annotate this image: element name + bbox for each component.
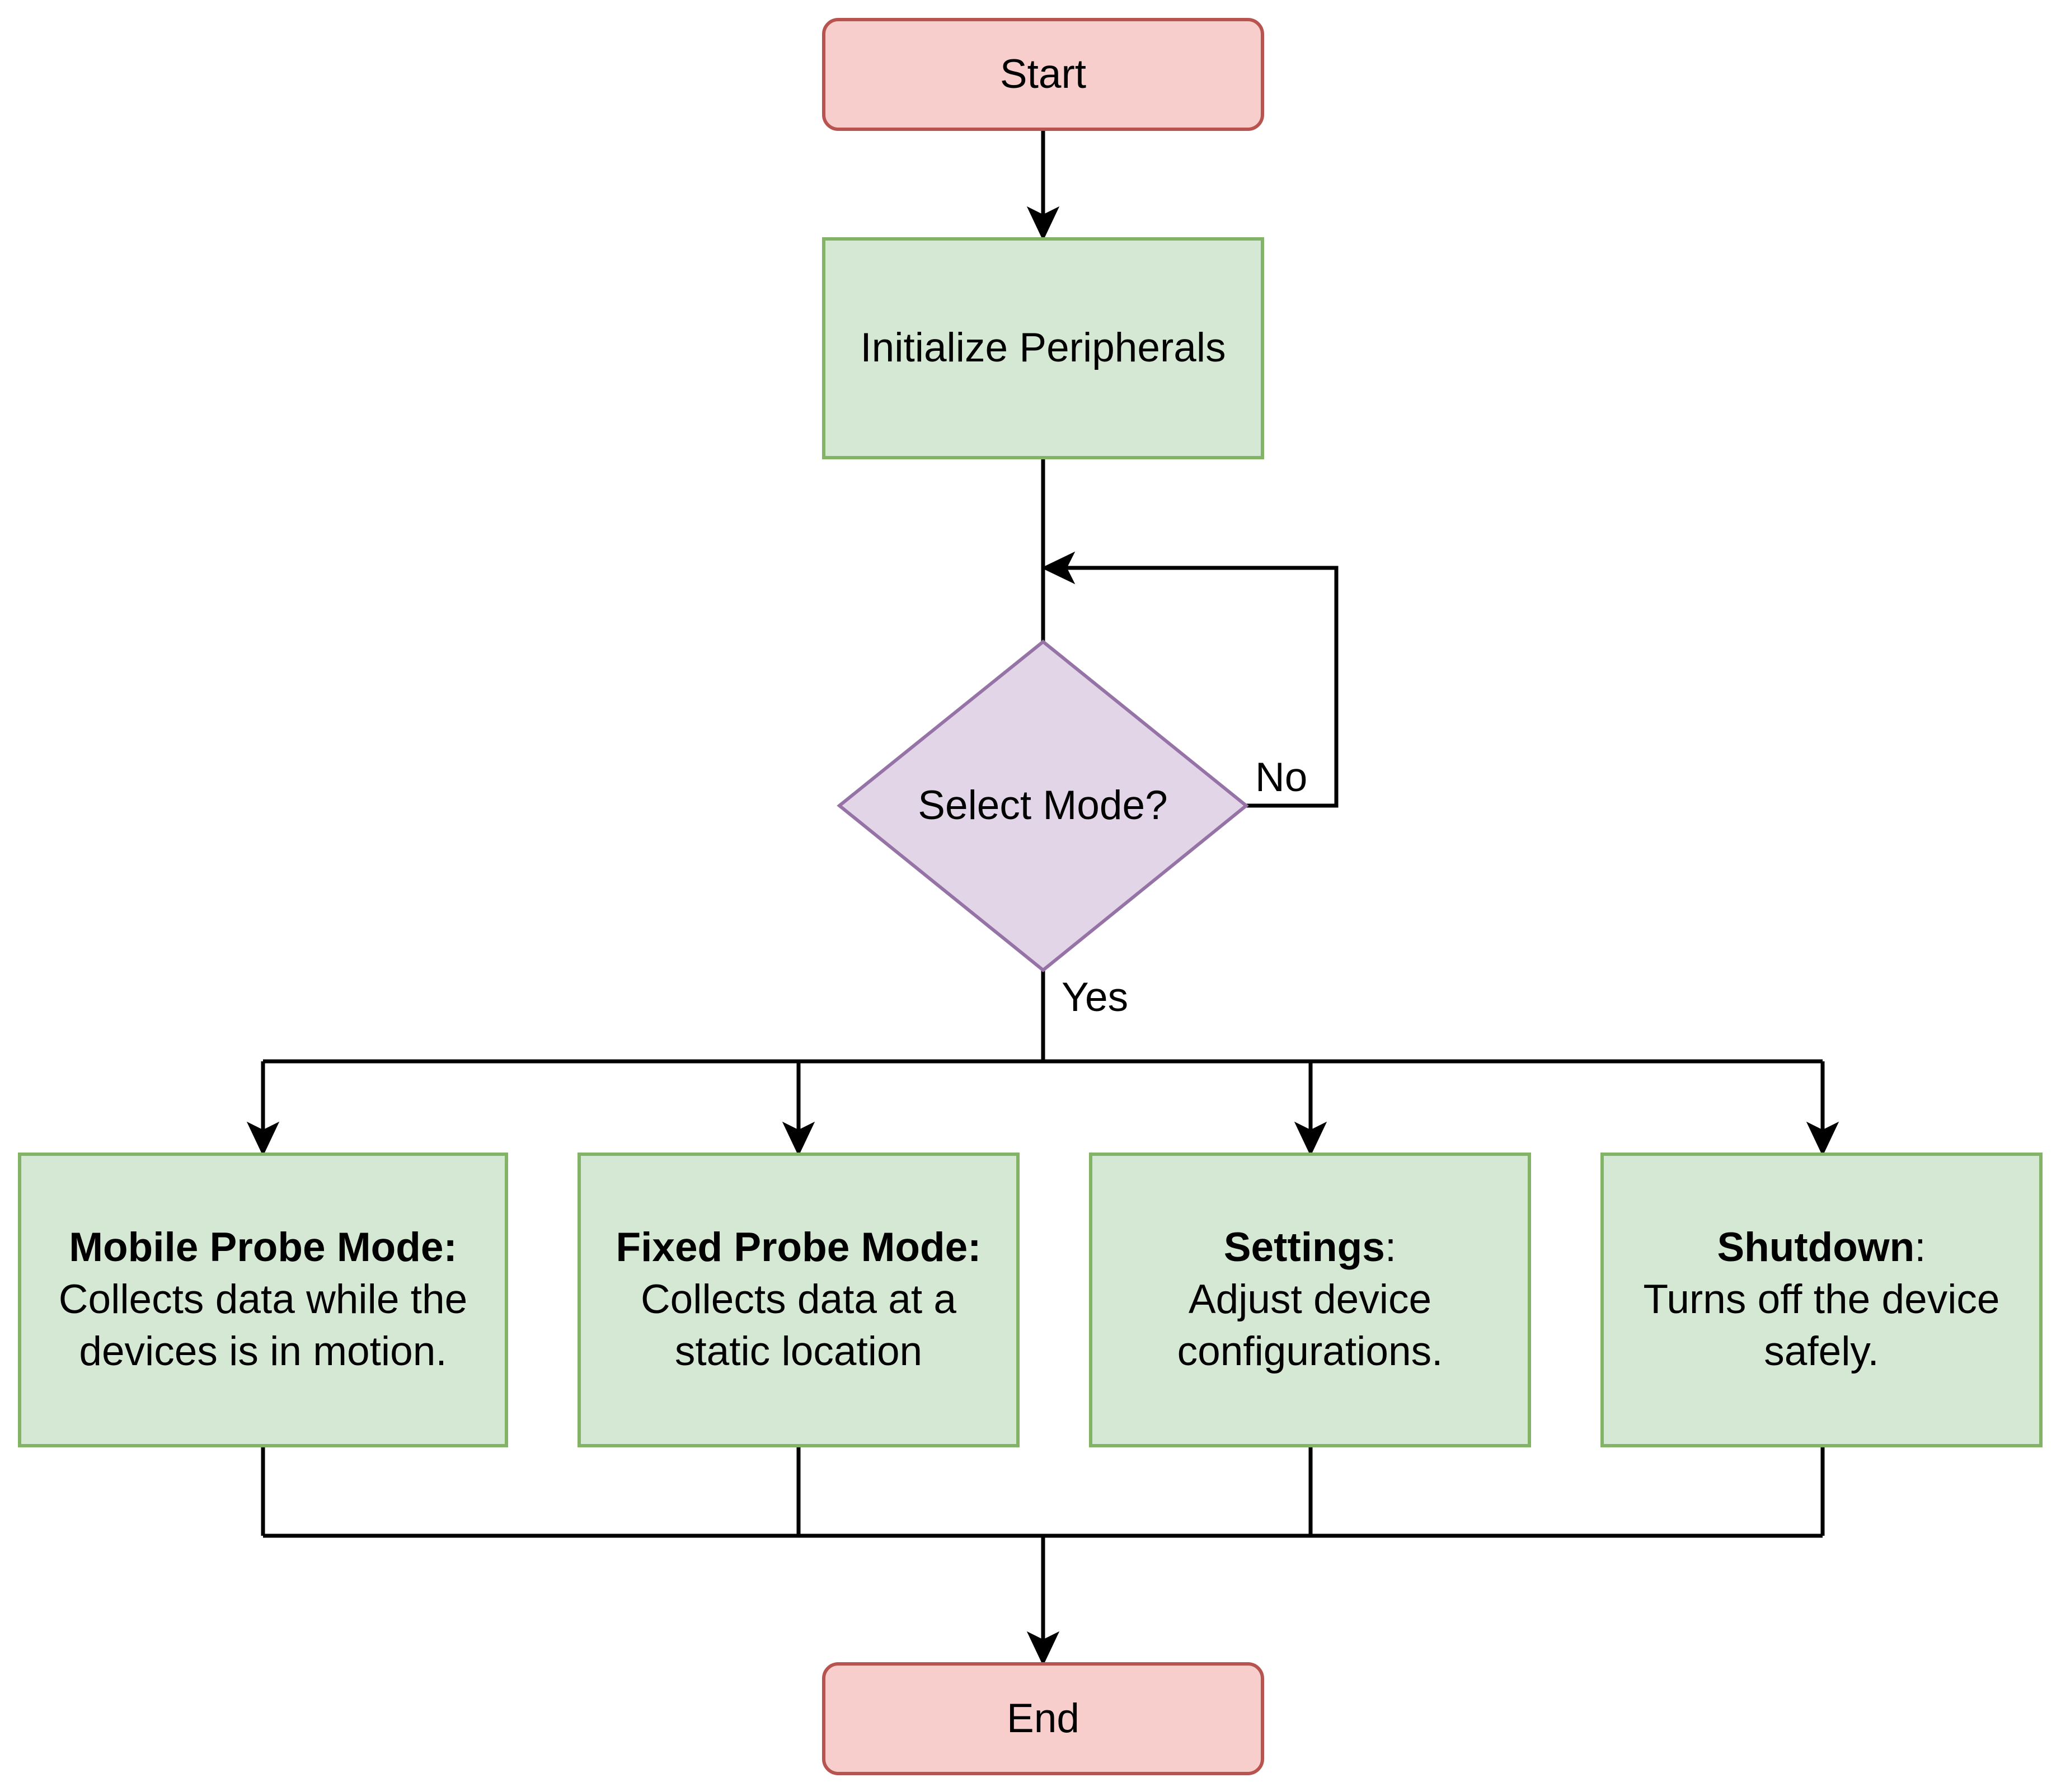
edge-label-no: No <box>1255 755 1308 800</box>
arrowhead-shutdown <box>1806 1121 1839 1156</box>
arrowhead-end <box>1026 1631 1060 1666</box>
end-terminal <box>822 1662 1264 1775</box>
edge-label-yes: Yes <box>1062 975 1129 1020</box>
mobile-mode-box <box>18 1153 508 1447</box>
start-terminal <box>822 18 1264 131</box>
init-process-box <box>822 237 1264 459</box>
arrowhead-init <box>1026 206 1060 241</box>
arrowhead-fixed <box>782 1121 815 1156</box>
arrowhead-settings <box>1294 1121 1327 1156</box>
decision-diamond <box>837 639 1249 972</box>
settings-box <box>1089 1153 1531 1447</box>
fixed-mode-box <box>578 1153 1020 1447</box>
arrowhead-loop <box>1041 551 1076 585</box>
edge-no-loop <box>1063 566 1339 808</box>
arrowhead-mobile <box>246 1121 280 1156</box>
shutdown-box <box>1600 1153 2043 1447</box>
